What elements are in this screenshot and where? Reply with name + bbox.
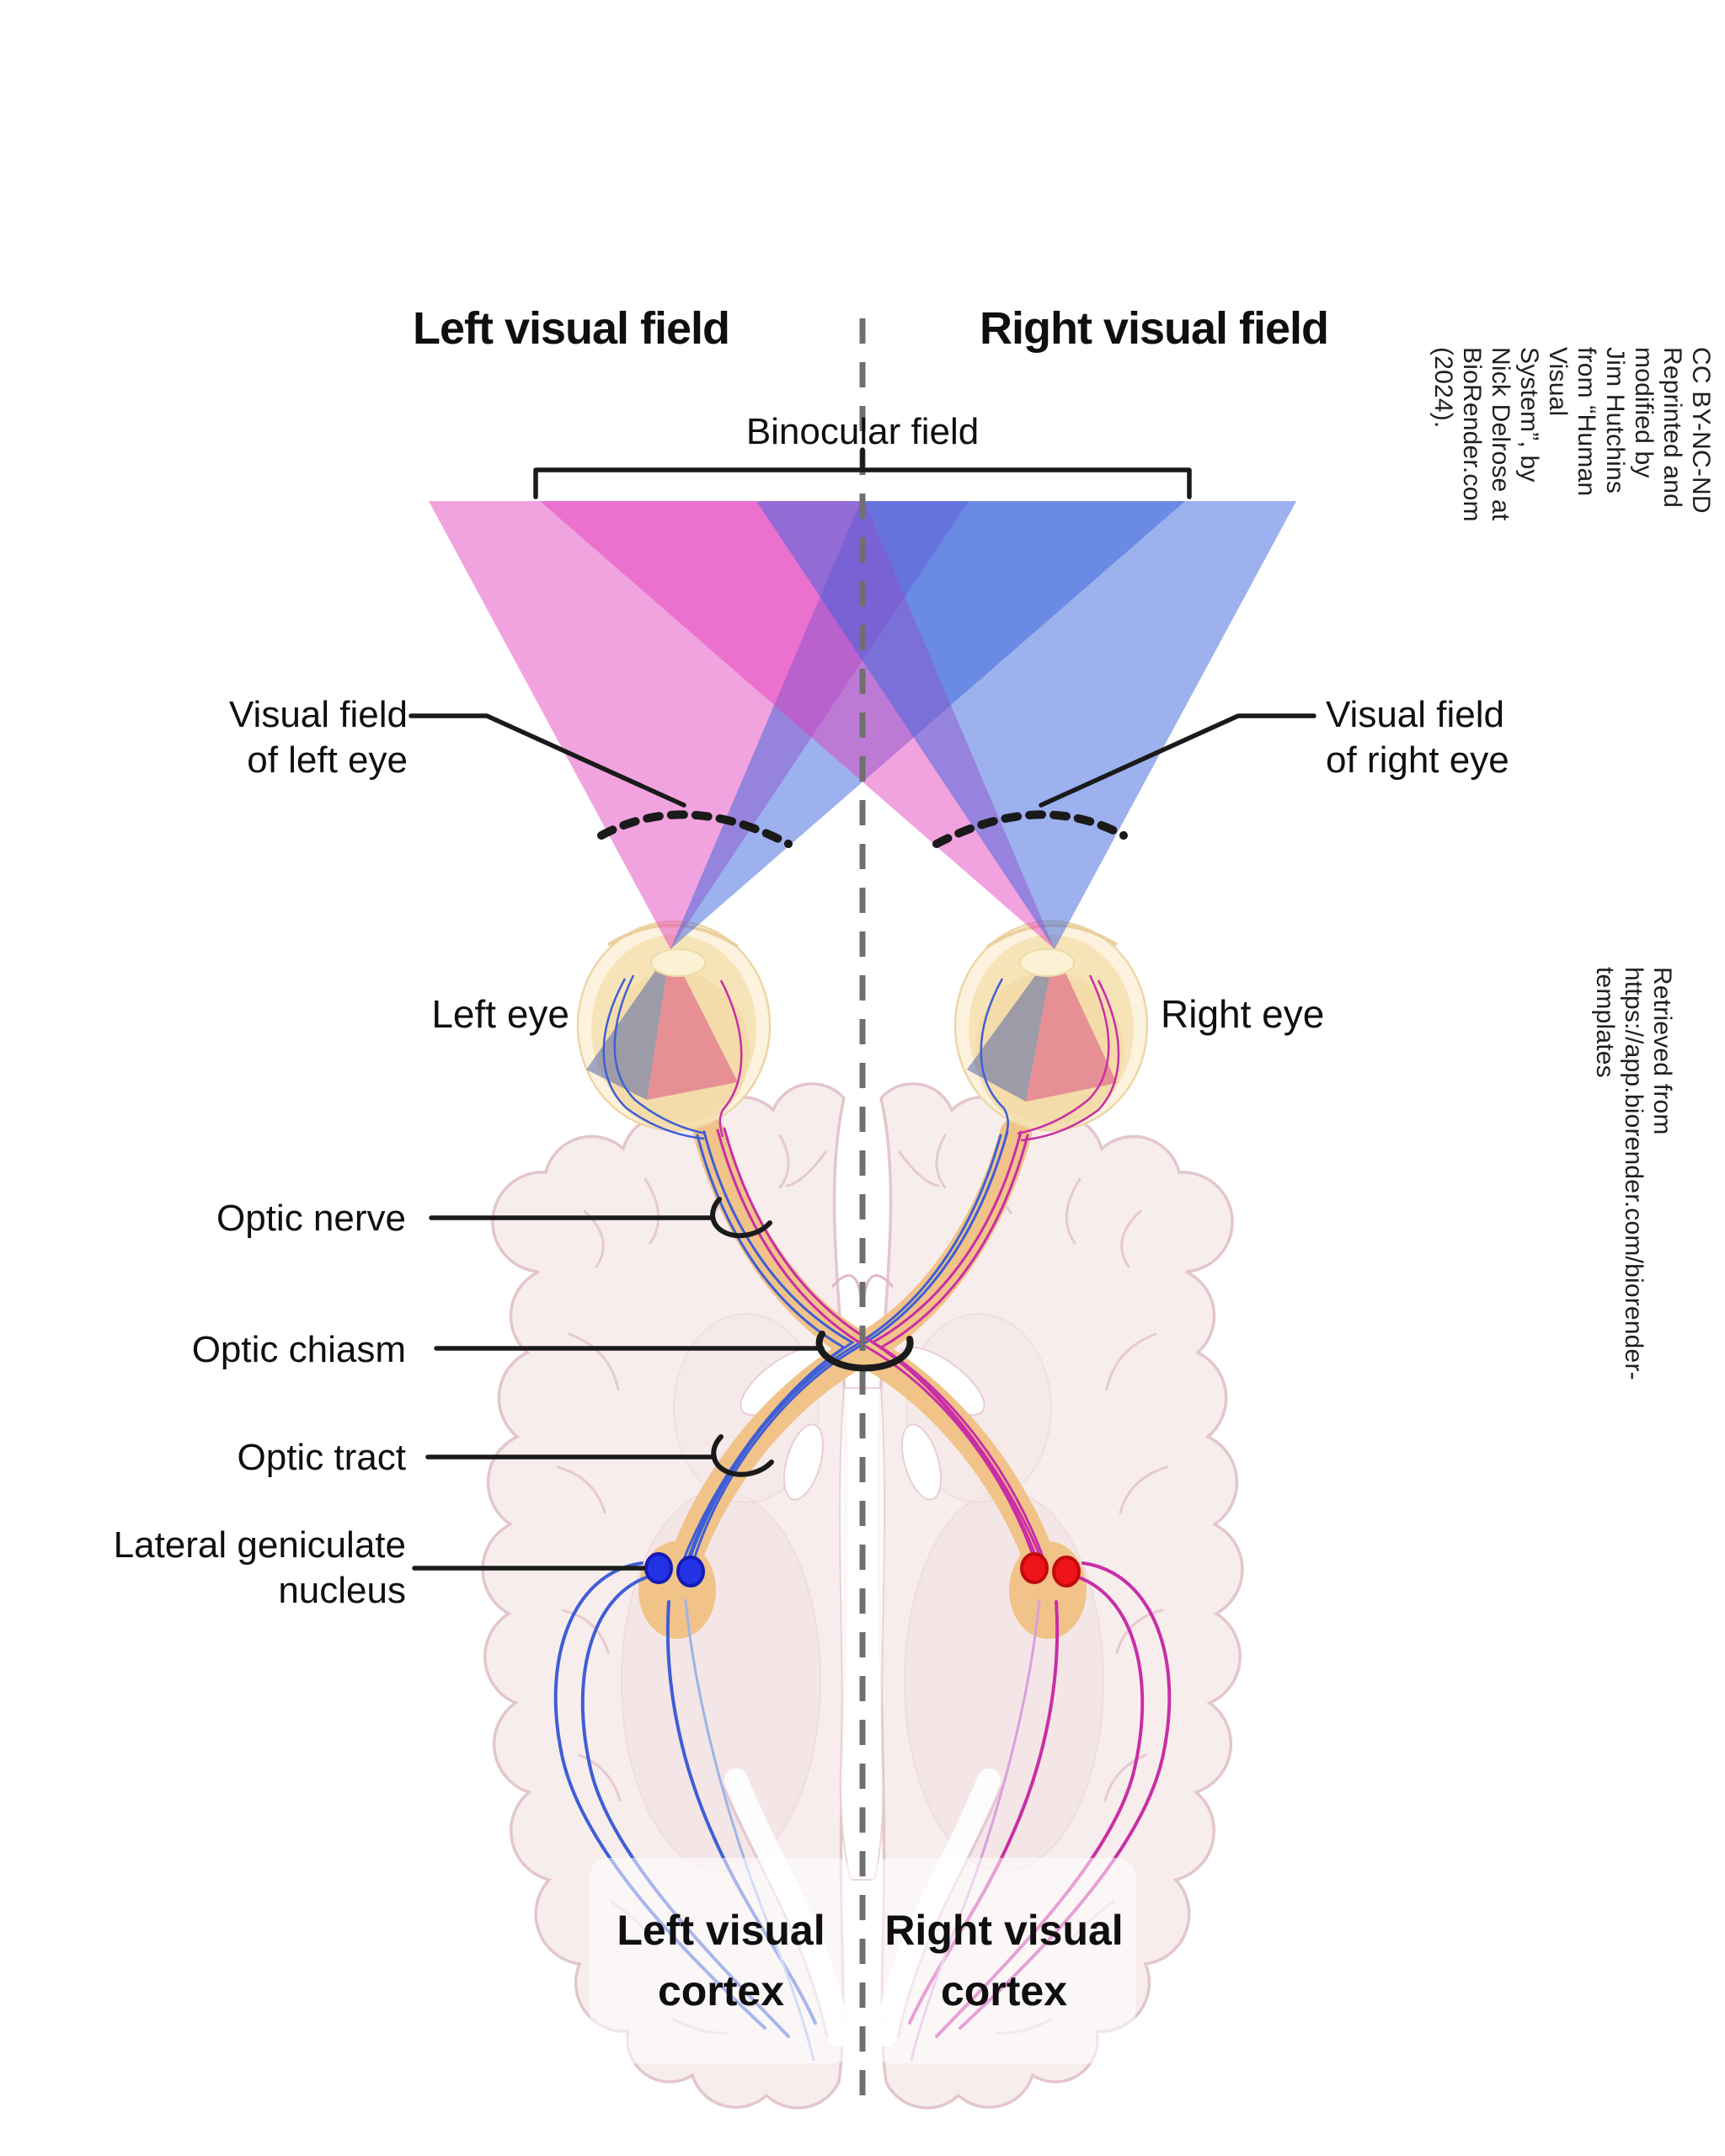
label-line: Visual field: [1326, 694, 1504, 735]
attribution-line-2: Retrieved from https://app.biorender.com…: [1591, 967, 1676, 1380]
optic-chiasm-label: Optic chiasm: [191, 1329, 406, 1370]
fiber-blue: [613, 974, 707, 1135]
retina-sector-pink: [647, 949, 738, 1100]
retinal-fibers: [980, 974, 1120, 1142]
retinal-fibers: [602, 974, 743, 1140]
right-eye: [953, 920, 1149, 1142]
lgn-dot-red: [1020, 1552, 1049, 1584]
label-line: Left visual: [617, 1906, 825, 1954]
lgn-dot-red: [1052, 1556, 1081, 1588]
lens: [650, 948, 706, 977]
hook-optic-nerve: [710, 1197, 772, 1239]
hook-optic-chiasm: [815, 1331, 914, 1372]
label-line: nucleus: [278, 1569, 406, 1611]
visual-field-arc-left: [597, 810, 793, 848]
leader-visual-field-left: [409, 713, 686, 808]
fiber-blue: [602, 978, 705, 1140]
annotations: [409, 447, 1316, 1571]
binocular-field-label: Binocular field: [745, 411, 980, 452]
lgn-blob-right: [1009, 1541, 1087, 1639]
fiber-magenta: [1017, 974, 1110, 1135]
label-line: of right eye: [1326, 739, 1509, 781]
fiber-magenta: [1020, 979, 1120, 1142]
inner-structure: [621, 1490, 821, 1872]
attribution-line-1: CC BY-NC-ND Reprinted and modified by Ji…: [1429, 347, 1715, 522]
left-eye: [576, 920, 772, 1140]
lgn-dot-blue: [644, 1552, 673, 1584]
right-eye-label: Right eye: [1161, 992, 1325, 1036]
visual-field-left-eye-label: Visual field of left eye: [194, 692, 408, 782]
leader-visual-field-right: [1039, 713, 1316, 808]
lgn-dots-left: [644, 1552, 705, 1588]
visual-field-cones: [429, 501, 1296, 949]
axon-right-eye-uncrossed: [870, 1130, 1039, 1563]
fiber-magenta: [718, 979, 743, 1138]
ventricle-comma: [782, 1423, 825, 1501]
retina-sector-blue: [586, 949, 670, 1100]
title-right-visual-field: Right visual field: [979, 303, 1329, 354]
visual-field-arc-right: [932, 810, 1128, 848]
axon-left-eye-uncrossed: [681, 1134, 846, 1565]
left-visual-cortex-label: Left visual cortex: [590, 1858, 852, 2063]
label-line: cortex: [940, 1967, 1068, 2015]
label-line: Visual field: [229, 694, 408, 735]
right-eye-blue-cone: [756, 501, 1296, 949]
right-visual-cortex-label: Right visual cortex: [873, 1858, 1135, 2063]
retina-sector-blue: [967, 949, 1055, 1102]
hook-optic-tract: [711, 1434, 774, 1477]
lgn-dot-blue: [676, 1556, 705, 1588]
axons-magenta: [716, 1127, 1046, 1566]
optic-tract-label: Optic tract: [237, 1437, 407, 1478]
retina-sector-pink: [1026, 949, 1117, 1102]
lgn-label: Lateral geniculate nucleus: [93, 1523, 406, 1613]
axon-right-eye-crossed: [691, 1130, 1009, 1566]
label-line: Right visual: [884, 1906, 1124, 1954]
eyelid-arc: [606, 923, 740, 948]
fiber-blue: [980, 978, 1009, 1138]
axon-right-eye-uncrossed: [879, 1134, 1044, 1565]
lens: [1019, 948, 1075, 977]
binocular-field-bracket: [533, 447, 1192, 499]
title-left-visual-field: Left visual field: [412, 303, 730, 354]
lgn-dots-right: [1020, 1552, 1081, 1588]
axon-lines: [681, 1127, 1046, 1568]
label-line: Lateral geniculate: [113, 1524, 406, 1566]
optic-nerve-label: Optic nerve: [216, 1198, 406, 1239]
label-line: of left eye: [247, 739, 408, 781]
right-eye-pink-cone: [540, 501, 1055, 949]
left-eye-label: Left eye: [431, 992, 569, 1036]
label-line: cortex: [657, 1967, 785, 2015]
axon-left-eye-crossed: [716, 1129, 1038, 1566]
visual-field-right-eye-label: Visual field of right eye: [1326, 692, 1562, 782]
axons-blue: [681, 1130, 1009, 1568]
axon-right-eye-crossed: [684, 1134, 1002, 1568]
